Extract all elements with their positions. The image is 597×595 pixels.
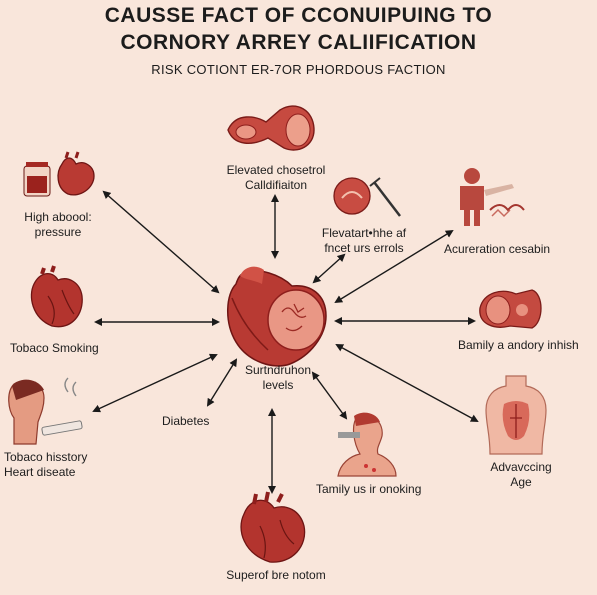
artery-cross-section-icon: [479, 289, 542, 329]
factor-high-blood-pressure: High aboool: pressure: [24, 210, 92, 239]
center-label: Surtndruhon levels: [244, 363, 312, 392]
factor-superior-bottom: Superof bre notom: [226, 568, 326, 582]
title-line-2: CORNORY ARREY CALIIFICATION: [120, 31, 477, 54]
factor-acceleration: Acureration cesabin: [444, 242, 551, 256]
factor-elevated-cholesterol: Elevated chosetrol Calldifiaiton: [226, 163, 326, 192]
bottom-heart-icon: [240, 491, 306, 563]
arrow-high-bp: [102, 190, 220, 294]
torso-icon: [485, 375, 547, 455]
factor-family-ancestry: Bamily a andory inhish: [458, 338, 579, 352]
arrow-tobacco-history: [92, 353, 218, 413]
person-inhaler-icon: [337, 412, 397, 477]
factor-family-smoking: Tamily us ir onoking: [316, 482, 422, 496]
blood-pressure-heart-icon: [23, 151, 95, 197]
subtitle: RISK COTIONT ER-7OR PHORDOUS FACTION: [151, 62, 446, 77]
person-smoking-icon: [8, 377, 83, 445]
central-heart-icon: [227, 266, 327, 367]
person-figure-icon: [460, 168, 525, 226]
factor-advancing-age: Advavccing Age: [490, 460, 552, 489]
artery-segment-icon: [227, 105, 315, 151]
arrow-age: [335, 344, 479, 422]
factor-tobacco-smoking: Tobaco Smoking: [10, 341, 99, 355]
artery-sample-icon: [333, 177, 401, 217]
heart-icon: [30, 265, 83, 328]
factor-tobacco-history: Tobaco hisstory Heart diseate: [4, 450, 88, 479]
arrow-acceleration: [334, 229, 454, 304]
title-line-1: CAUSSE FACT OF CCONUIPUING TO: [104, 4, 493, 27]
factor-diabetes: Diabetes: [162, 414, 210, 428]
factor-fibrosis: Flevatart•hhe af fncet urs errols: [321, 226, 407, 255]
